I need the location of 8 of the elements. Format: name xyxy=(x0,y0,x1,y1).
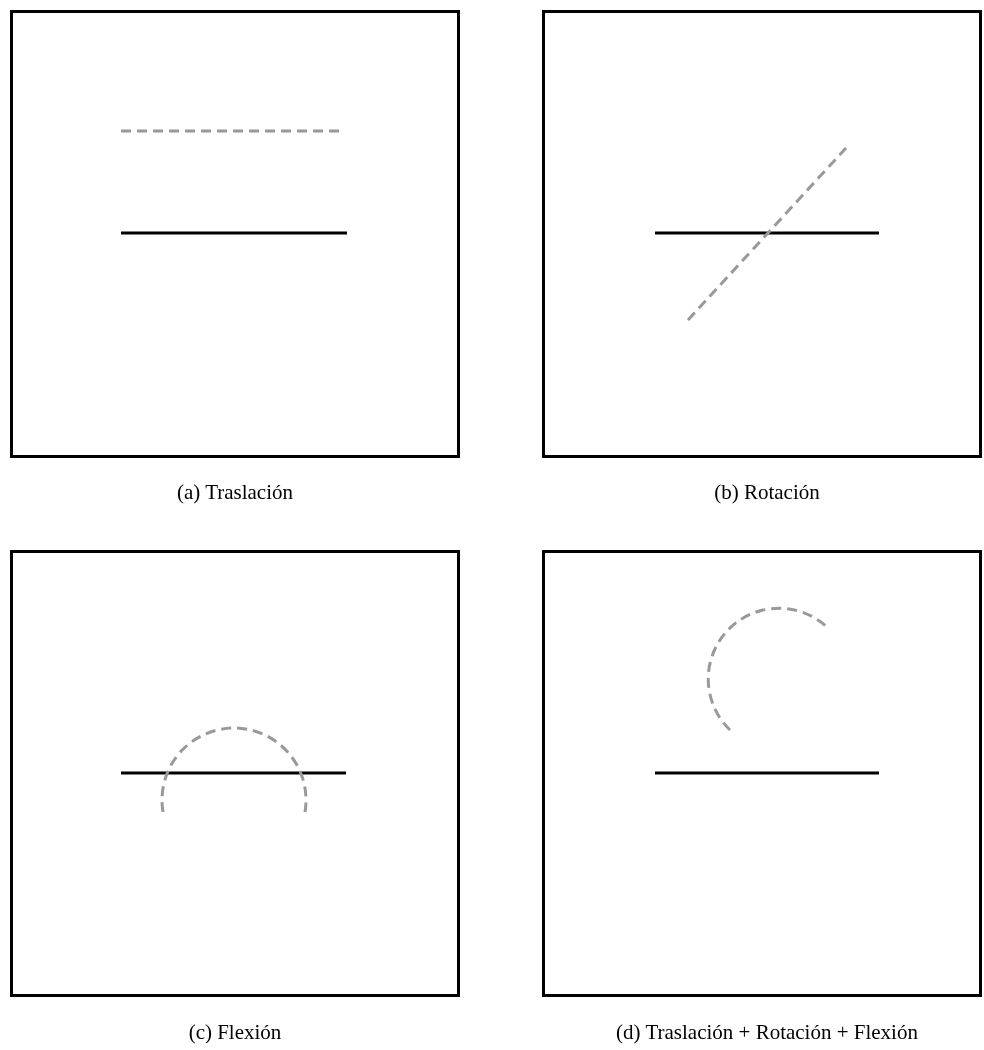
panel-frame xyxy=(10,10,460,458)
panel-frame xyxy=(542,550,982,997)
panel-frame xyxy=(542,10,982,458)
panel-caption: (a) Traslación xyxy=(176,480,294,506)
panel-frame xyxy=(10,550,460,997)
panel-caption: (c) Flexión xyxy=(188,1020,282,1046)
panel-caption: (b) Rotación xyxy=(714,480,820,506)
panel-caption: (d) Traslación + Rotación + Flexión xyxy=(616,1020,918,1046)
